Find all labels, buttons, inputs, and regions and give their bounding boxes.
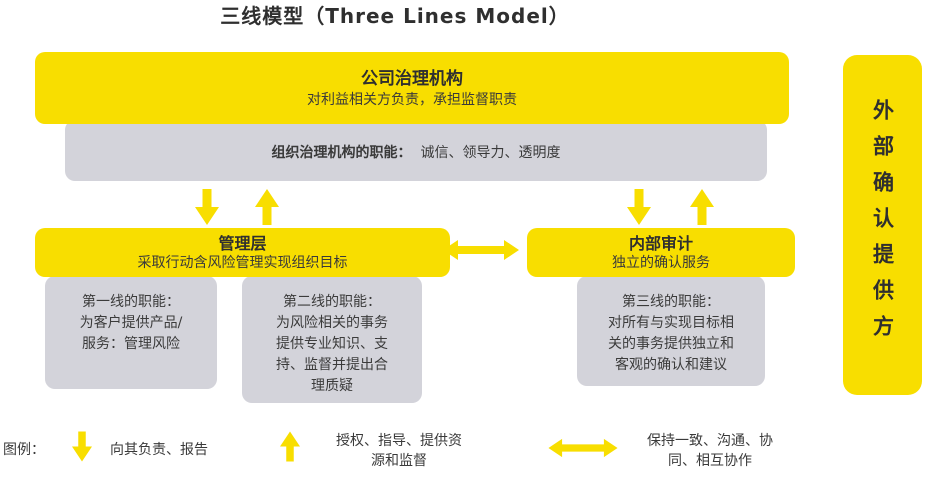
third-line-box: 第三线的职能： 对所有与实现目标相 关的事务提供独立和 客观的确认和建议 [577, 276, 765, 386]
up-arrow-icon [280, 431, 300, 462]
legend-item-delegate: 授权、指导、提供资 源和监督 [336, 433, 462, 469]
legend-item-align: 保持一致、沟通、协 同、相互协作 [647, 433, 773, 469]
down-arrow-icon [627, 189, 651, 225]
down-arrow-icon [195, 189, 219, 225]
up-arrow-icon [255, 189, 279, 225]
internal-audit-box: 内部审计 独立的确认服务 [527, 228, 795, 277]
governing-body-subtitle: 对利益相关方负责，承担监督职责 [307, 91, 517, 108]
governance-functions-label: 组织治理机构的职能： [271, 145, 412, 161]
governance-functions-box: 组织治理机构的职能： 诚信、领导力、透明度 [65, 120, 767, 181]
internal-audit-subtitle: 独立的确认服务 [612, 254, 710, 271]
management-subtitle: 采取行动含风险管理实现组织目标 [137, 254, 348, 271]
governing-body-box: 公司治理机构 对利益相关方负责，承担监督职责 [35, 52, 789, 124]
double-arrow-icon [548, 438, 618, 458]
management-box: 管理层 采取行动含风险管理实现组织目标 [35, 228, 450, 277]
diagram-title: 三线模型（Three Lines Model） [220, 4, 570, 28]
management-title: 管理层 [218, 233, 267, 253]
internal-audit-title: 内部审计 [628, 233, 693, 253]
down-arrow-icon [72, 431, 92, 462]
governing-body-title: 公司治理机构 [361, 68, 463, 89]
legend-item-report: 向其负责、报告 [110, 442, 208, 458]
external-assurance-text: 外部确认提供方 [870, 99, 895, 351]
legend-label: 图例： [3, 442, 45, 458]
first-line-box: 第一线的职能： 为客户提供产品/ 服务：管理风险 [45, 276, 217, 389]
double-arrow-icon [443, 240, 519, 260]
governance-functions-values: 诚信、领导力、透明度 [420, 145, 561, 161]
up-arrow-icon [690, 189, 714, 225]
second-line-box: 第二线的职能： 为风险相关的事务 提供专业知识、支 持、监督并提出合 理质疑 [242, 276, 422, 403]
external-assurance-box: 外部确认提供方 [843, 55, 922, 395]
